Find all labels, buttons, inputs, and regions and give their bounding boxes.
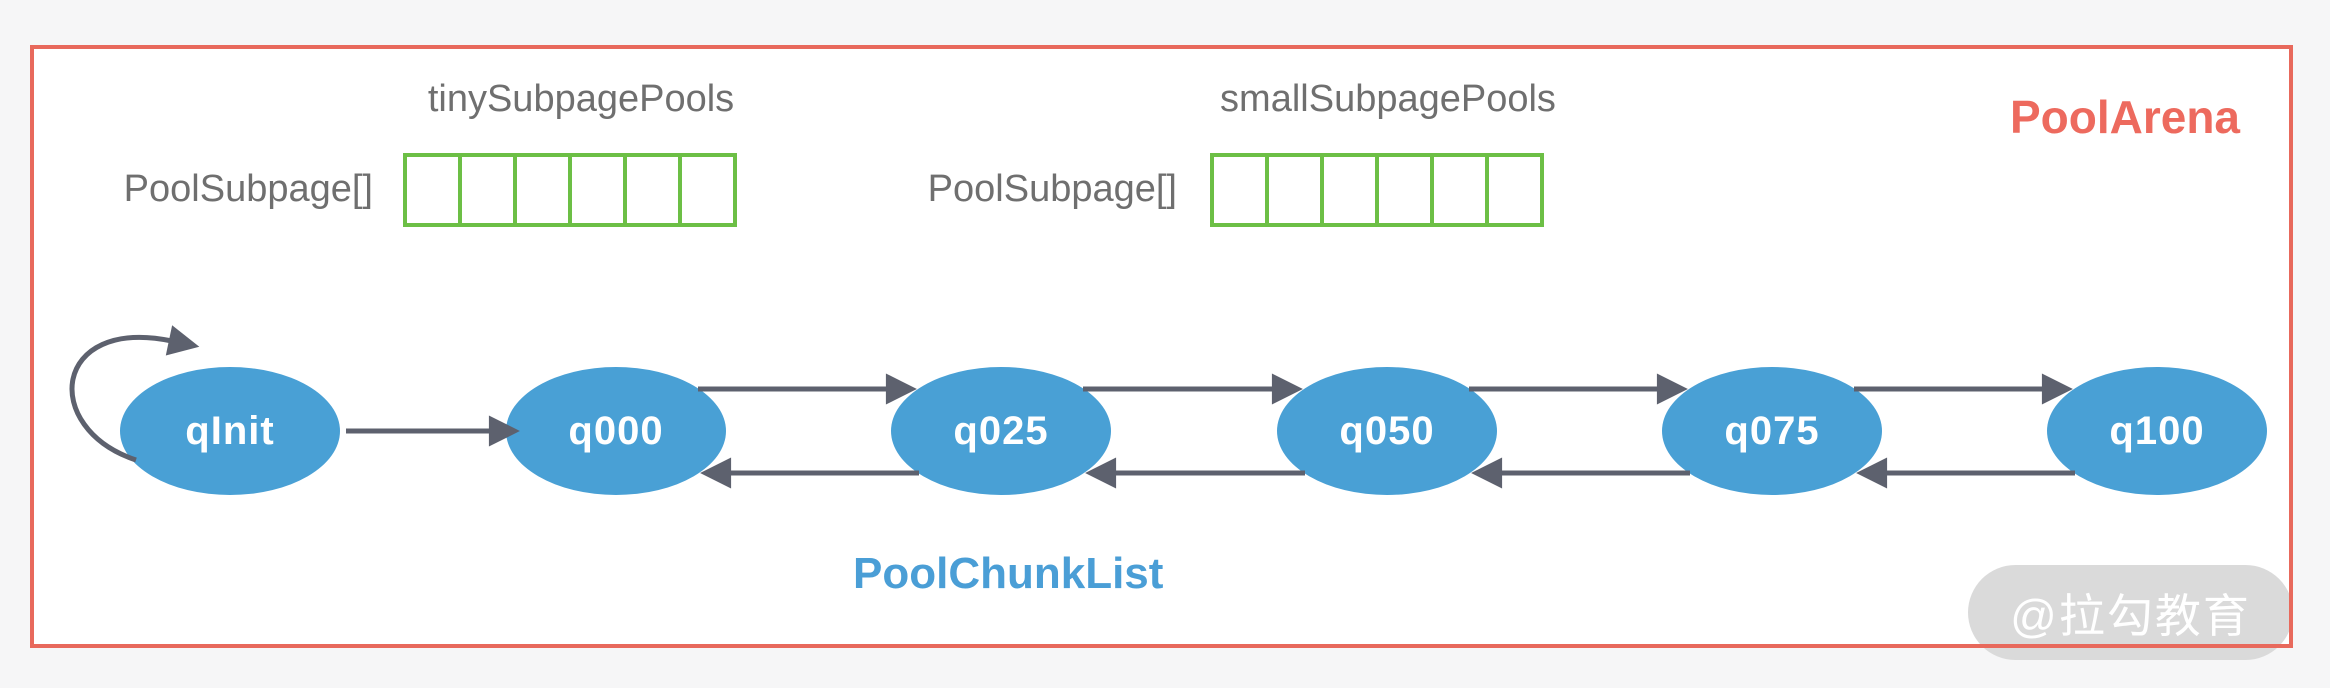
node-qinit: qInit xyxy=(120,367,340,495)
node-q050: q050 xyxy=(1277,367,1497,495)
tiny-subpage-pools-grid xyxy=(403,153,737,227)
pool-cell xyxy=(513,153,572,227)
node-label: q050 xyxy=(1339,408,1435,453)
node-label: q075 xyxy=(1724,408,1820,453)
node-label: q025 xyxy=(953,408,1049,453)
node-label: q000 xyxy=(568,408,664,453)
small-subpage-pools-grid xyxy=(1210,153,1544,227)
pool-cell xyxy=(1485,153,1544,227)
small-subpage-pools-title: smallSubpagePools xyxy=(1220,78,1556,120)
pool-cell xyxy=(1375,153,1434,227)
node-q075: q075 xyxy=(1662,367,1882,495)
arena-title: PoolArena xyxy=(2009,91,2240,143)
pool-cell xyxy=(1265,153,1324,227)
tiny-subpage-pools-title: tinySubpagePools xyxy=(427,78,735,120)
pool-cell xyxy=(1210,153,1269,227)
arena-background xyxy=(30,45,2293,648)
node-q025: q025 xyxy=(891,367,1111,495)
pool-cell xyxy=(568,153,627,227)
node-q100: q100 xyxy=(2047,367,2267,495)
node-label: q100 xyxy=(2109,408,2205,453)
tiny-pool-subpage-array-label: PoolSubpage[] xyxy=(123,168,373,210)
chunklist-title: PoolChunkList xyxy=(853,549,1164,598)
pool-cell xyxy=(678,153,737,227)
small-pool-subpage-array-label: PoolSubpage[] xyxy=(927,168,1177,210)
pool-cell xyxy=(1430,153,1489,227)
watermark-text: @拉勾教育 xyxy=(2010,589,2251,642)
watermark-badge: @拉勾教育 xyxy=(1968,565,2293,660)
pool-cell xyxy=(403,153,462,227)
pool-cell xyxy=(458,153,517,227)
pool-cell xyxy=(1320,153,1379,227)
pool-cell xyxy=(623,153,682,227)
node-label: qInit xyxy=(185,408,275,453)
node-q000: q000 xyxy=(506,367,726,495)
